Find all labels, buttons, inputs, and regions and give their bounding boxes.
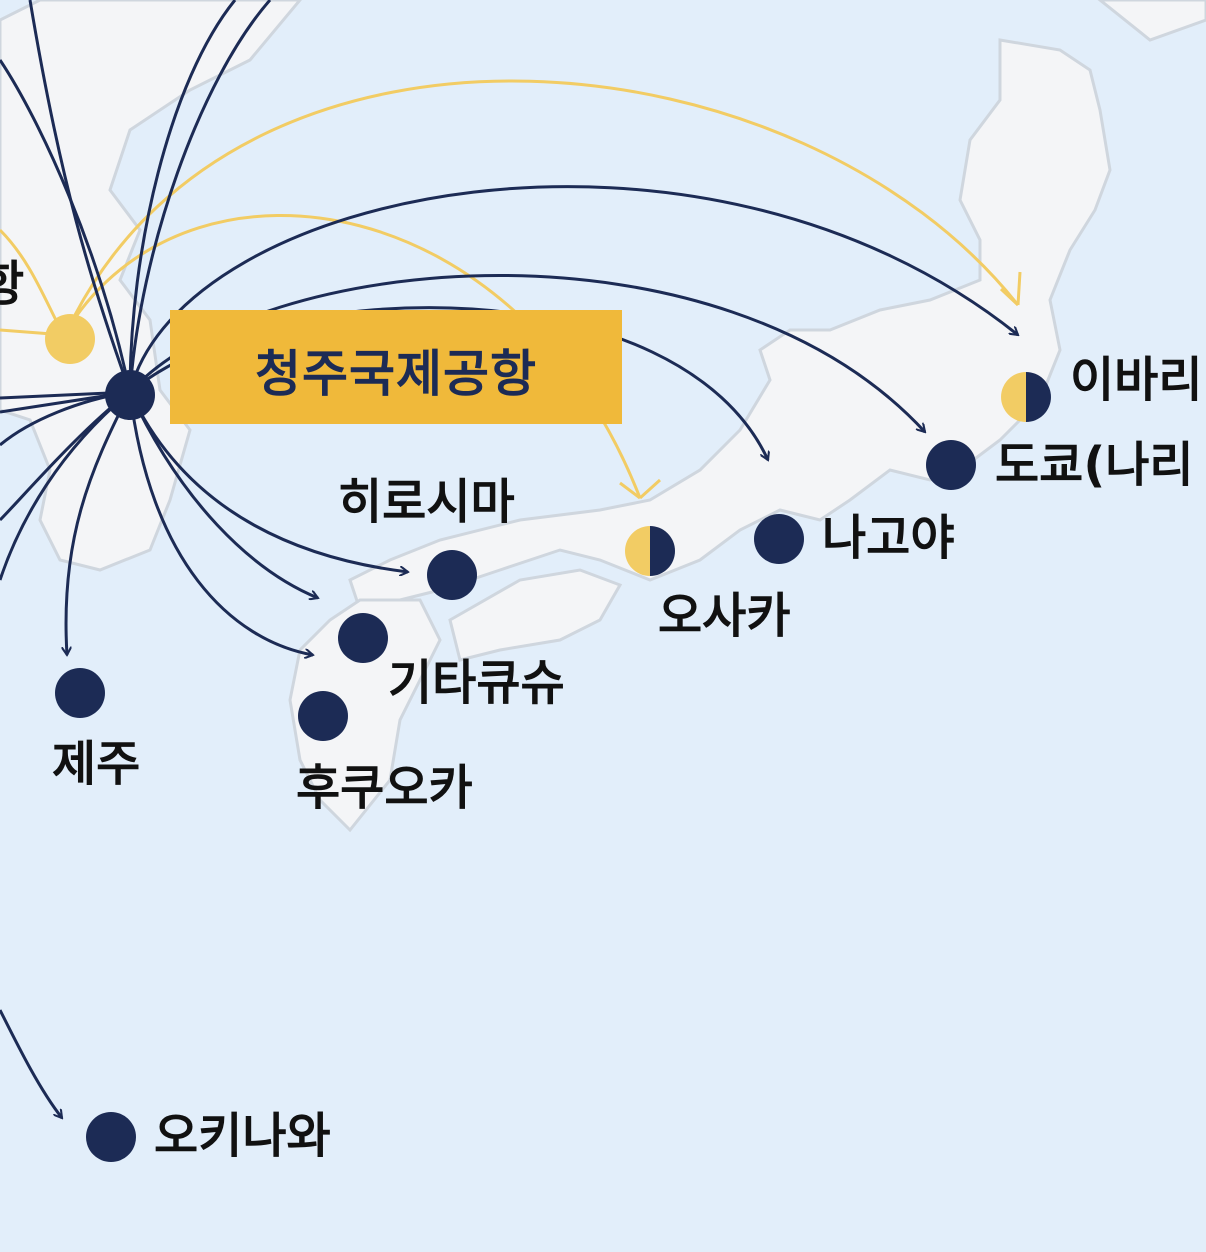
marker-hiroshima[interactable] — [427, 550, 477, 600]
label-nagoya: 나고야 — [822, 510, 955, 566]
label-jeju: 제주 — [52, 736, 141, 792]
seasonal-origin-marker — [45, 314, 95, 364]
marker-tokyo[interactable] — [926, 440, 976, 490]
marker-kitakyushu[interactable] — [338, 613, 388, 663]
label-ibaraki: 이바리 — [1070, 352, 1203, 408]
partial-label-left: 항 — [0, 256, 25, 312]
label-kitakyushu: 기타큐슈 — [388, 655, 565, 711]
land — [0, 0, 1206, 833]
marker-okinawa[interactable] — [86, 1112, 136, 1162]
regular-routes-background — [0, 0, 272, 581]
marker-nagoya[interactable] — [754, 514, 804, 564]
label-fukuoka: 후쿠오카 — [296, 760, 473, 816]
label-osaka: 오사카 — [658, 588, 791, 644]
hub-label: 청주국제공항 — [170, 310, 622, 424]
hub-marker[interactable] — [105, 370, 155, 420]
marker-ibaraki[interactable] — [1001, 372, 1051, 422]
label-tokyo: 도쿄(나리 — [995, 437, 1194, 493]
label-hiroshima: 히로시마 — [338, 474, 515, 530]
marker-jeju[interactable] — [55, 668, 105, 718]
label-okinawa: 오키나와 — [154, 1108, 331, 1164]
marker-osaka[interactable] — [625, 526, 675, 576]
marker-fukuoka[interactable] — [298, 691, 348, 741]
